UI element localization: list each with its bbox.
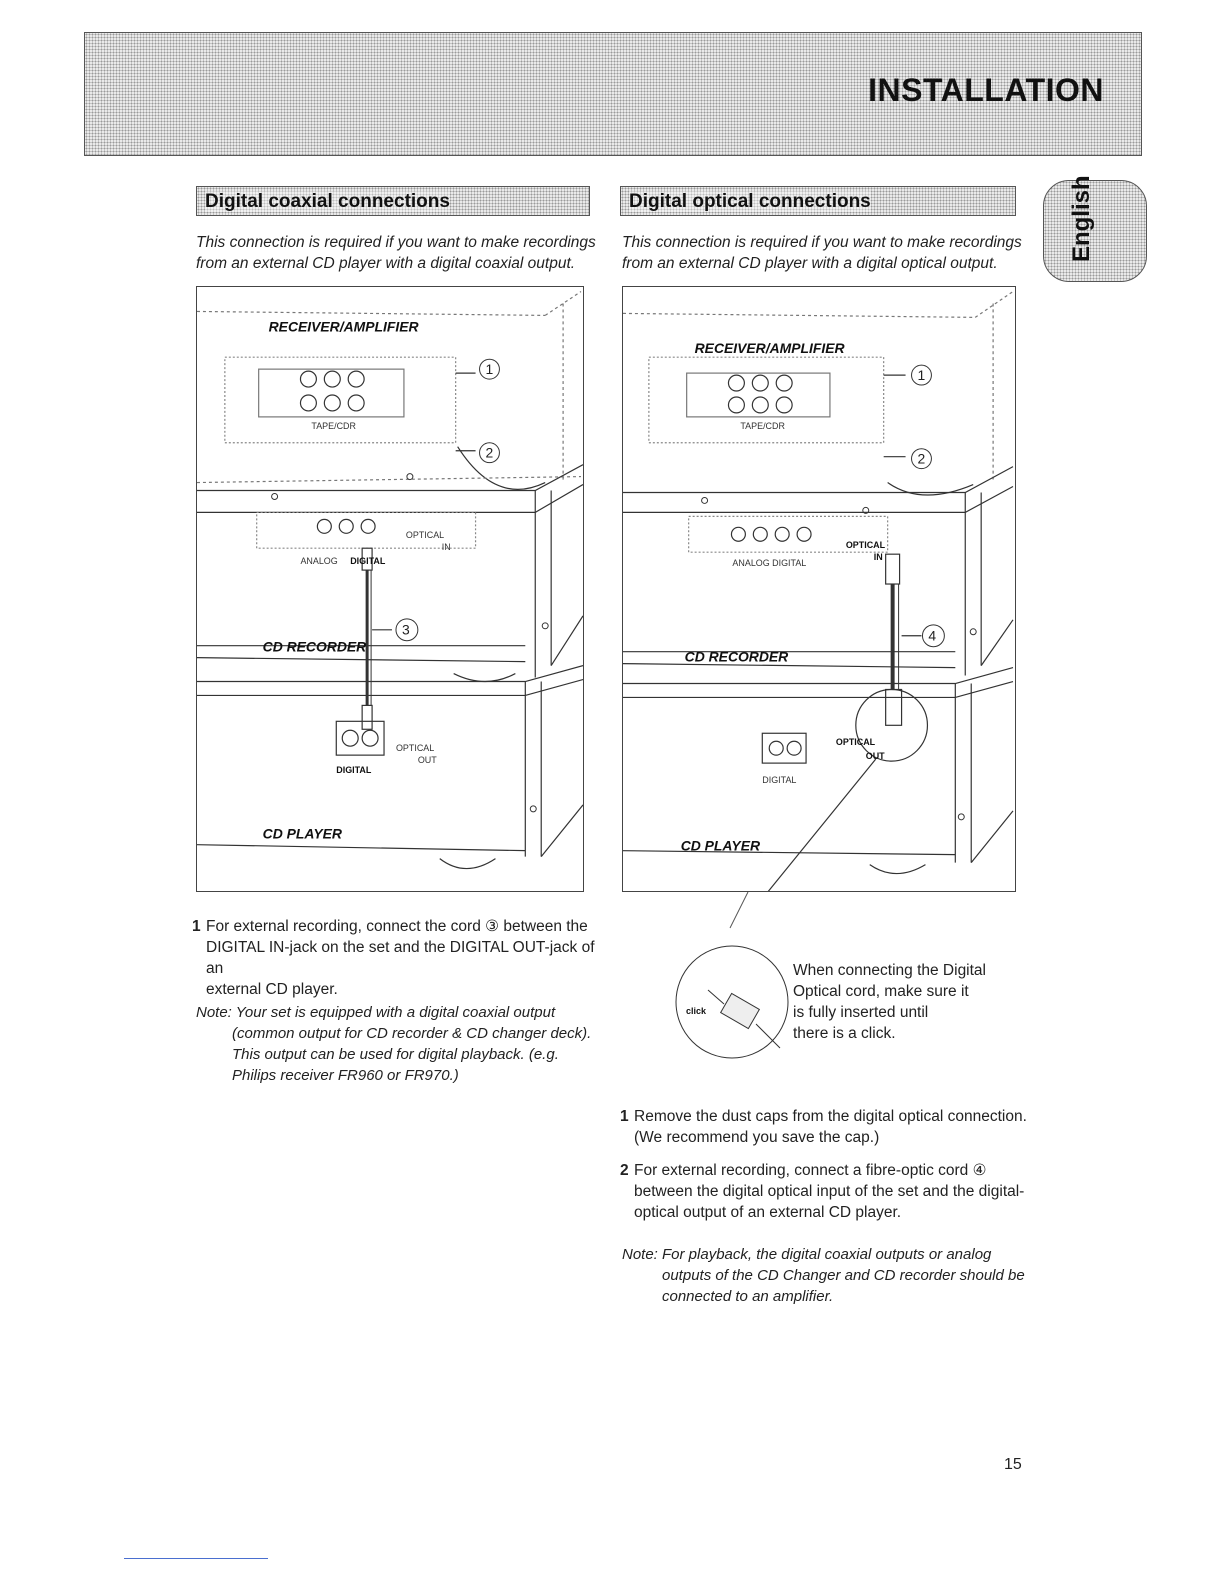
note-line: Note: For playback, the digital coaxial … <box>622 1246 992 1263</box>
coaxial-step-1: 1 For external recording, connect the co… <box>192 916 596 1000</box>
callout-line: there is a click. <box>793 1025 896 1042</box>
header-band <box>84 32 1142 156</box>
callout-text: When connecting the Digital Optical cord… <box>793 960 993 1044</box>
optical-intro-line: from an external CD player with a digita… <box>622 255 998 272</box>
analog-digital-label: ANALOG DIGITAL <box>732 558 806 568</box>
callout-2-number: 2 <box>486 445 494 461</box>
coaxial-note: Note: Your set is equipped with a digita… <box>196 1002 596 1086</box>
step-number: 1 <box>192 918 201 935</box>
step-line: between the digital optical input of the… <box>634 1183 1025 1200</box>
note-line: connected to an amplifier. <box>662 1288 834 1305</box>
step-line: (We recommend you save the cap.) <box>634 1129 880 1146</box>
optical-note: Note: For playback, the digital coaxial … <box>622 1244 1032 1307</box>
cd-player-label: CD PLAYER <box>263 826 342 842</box>
analog-label: ANALOG <box>300 556 337 566</box>
optical-step-2: 2 For external recording, connect a fibr… <box>620 1160 1034 1223</box>
digital-out-label: DIGITAL <box>336 765 372 775</box>
optical-out-label: OPTICAL <box>836 737 876 747</box>
optical-intro: This connection is required if you want … <box>622 232 1022 274</box>
step-line: DIGITAL IN-jack on the set and the DIGIT… <box>206 939 595 977</box>
coaxial-intro-line: from an external CD player with a digita… <box>196 255 576 272</box>
out-label: OUT <box>866 751 885 761</box>
in-label: IN <box>874 552 883 562</box>
note-line: This output can be used for digital play… <box>232 1046 559 1063</box>
step-line: optical output of an external CD player. <box>634 1204 902 1221</box>
callout-line: When connecting the Digital <box>793 962 987 979</box>
receiver-label: RECEIVER/AMPLIFIER <box>269 318 419 334</box>
footer-rule <box>124 1558 268 1559</box>
callout-line: Optical cord, make sure it <box>793 983 969 1000</box>
note-line: (common output for CD recorder & CD chan… <box>232 1025 592 1042</box>
optical-in-label: OPTICAL <box>846 540 886 550</box>
step-number: 1 <box>620 1108 629 1125</box>
step-number: 2 <box>620 1162 629 1179</box>
digital-out-label: DIGITAL <box>762 775 796 785</box>
coaxial-intro-line: This connection is required if you want … <box>196 234 596 251</box>
optical-diagram: RECEIVER/AMPLIFIER TAPE/CDR 1 2 4 ANALOG… <box>622 286 1016 892</box>
language-tab <box>1043 180 1147 282</box>
optical-intro-line: This connection is required if you want … <box>622 234 1022 251</box>
coaxial-heading: Digital coaxial connections <box>196 186 590 216</box>
optical-step-1: 1 Remove the dust caps from the digital … <box>620 1106 1034 1148</box>
coaxial-diagram-svg: RECEIVER/AMPLIFIER TAPE/CDR 1 2 3 ANALOG… <box>197 291 583 870</box>
note-line: Note: Your set is equipped with a digita… <box>196 1004 556 1021</box>
callout-1-number: 1 <box>917 367 925 383</box>
coaxial-diagram: RECEIVER/AMPLIFIER TAPE/CDR 1 2 3 ANALOG… <box>196 286 584 892</box>
page-number: 15 <box>1004 1456 1022 1473</box>
tape-cdr-label: TAPE/CDR <box>740 421 785 431</box>
optical-diagram-svg: RECEIVER/AMPLIFIER TAPE/CDR 1 2 4 ANALOG… <box>623 291 1014 891</box>
in-label: IN <box>442 542 451 552</box>
optical-out-label: OPTICAL <box>396 743 434 753</box>
step-line: For external recording, connect a fibre-… <box>634 1162 987 1179</box>
step-line: Remove the dust caps from the digital op… <box>634 1108 1027 1125</box>
note-line: Philips receiver FR960 or FR970.) <box>232 1067 459 1084</box>
callout-line: is fully inserted until <box>793 1004 929 1021</box>
cd-recorder-label: CD RECORDER <box>263 639 367 655</box>
coaxial-heading-text: Digital coaxial connections <box>205 191 450 212</box>
cd-player-label: CD PLAYER <box>681 838 760 854</box>
connector-inset: click <box>675 892 789 1059</box>
optical-heading-text: Digital optical connections <box>629 191 871 212</box>
digital-in-label: DIGITAL <box>350 556 386 566</box>
callout-4-number: 4 <box>928 628 936 644</box>
optical-heading: Digital optical connections <box>620 186 1016 216</box>
callout-2-number: 2 <box>917 451 925 467</box>
optical-label: OPTICAL <box>406 530 444 540</box>
note-line: outputs of the CD Changer and CD recorde… <box>662 1267 1025 1284</box>
out-label: OUT <box>418 755 437 765</box>
page-title: INSTALLATION <box>868 72 1104 108</box>
callout-1-number: 1 <box>486 361 494 377</box>
language-tab-label: English <box>1068 175 1095 262</box>
step-line: external CD player. <box>206 981 338 998</box>
step-line: For external recording, connect the cord… <box>206 918 588 935</box>
coaxial-intro: This connection is required if you want … <box>196 232 596 274</box>
cd-recorder-label: CD RECORDER <box>685 649 789 665</box>
receiver-label: RECEIVER/AMPLIFIER <box>695 340 845 356</box>
tape-cdr-label: TAPE/CDR <box>311 421 356 431</box>
callout-3-number: 3 <box>402 622 410 638</box>
click-label: click <box>686 1006 707 1016</box>
